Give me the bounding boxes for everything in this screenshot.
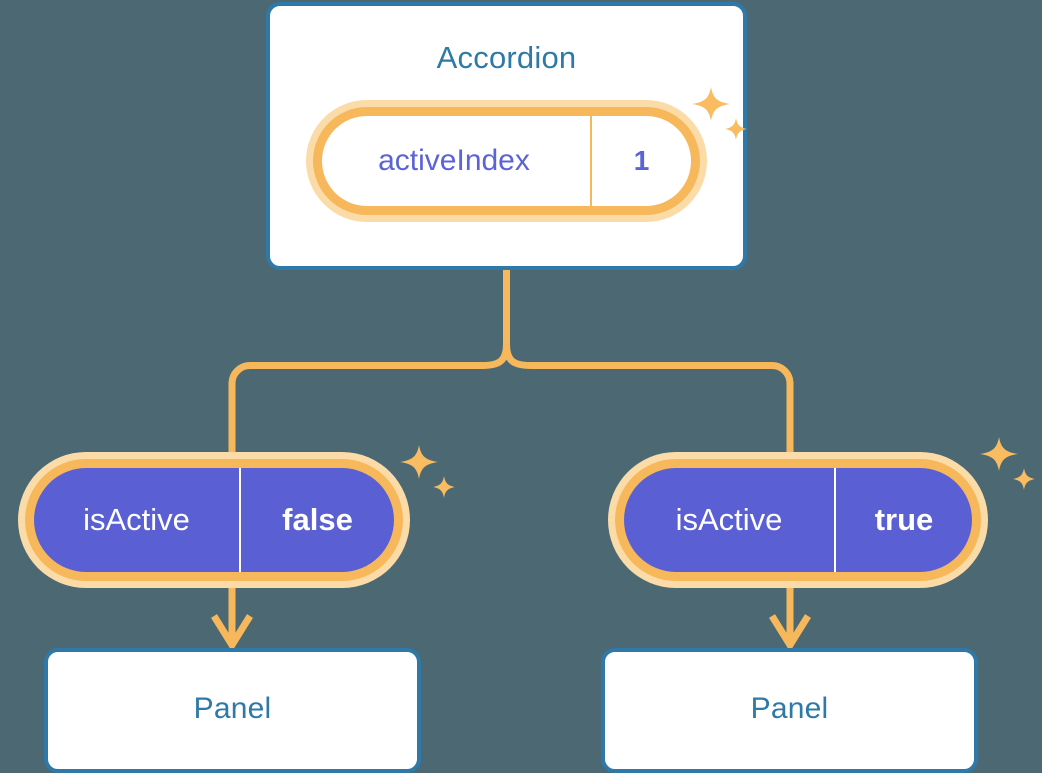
state-pill-ring: isActive true	[615, 459, 981, 581]
connector-branch-left	[228, 340, 510, 459]
state-pill-key: isActive	[83, 502, 190, 537]
arrow-right-head-icon	[769, 614, 811, 652]
state-pill-value: true	[834, 468, 972, 572]
sparkle-four-point-large-icon	[980, 437, 1035, 490]
state-pill-body: isActive true	[624, 468, 972, 572]
panel-card-title: Panel	[750, 692, 829, 725]
state-pill-is-active-true[interactable]: isActive true	[608, 452, 988, 588]
state-pill-key: activeIndex	[378, 144, 530, 177]
state-pill-is-active-false[interactable]: isActive false	[18, 452, 410, 588]
state-pill-body: isActive false	[34, 468, 394, 572]
state-pill-body: activeIndex 1	[322, 116, 691, 206]
state-pill-active-index[interactable]: activeIndex 1	[306, 100, 707, 222]
component-card-panel-right[interactable]: Panel	[601, 648, 978, 773]
arrow-left-head-icon	[211, 614, 253, 652]
component-card-panel-left[interactable]: Panel	[44, 648, 421, 773]
panel-card-title: Panel	[193, 692, 272, 725]
accordion-card-title: Accordion	[436, 40, 577, 75]
state-pill-ring: activeIndex 1	[313, 107, 700, 215]
connector-branch-right	[503, 340, 794, 459]
sparkle-four-point-large-icon	[400, 445, 455, 498]
state-pill-value: false	[239, 468, 394, 572]
state-pill-value: 1	[590, 116, 691, 206]
state-pill-ring: isActive false	[25, 459, 403, 581]
state-pill-key: isActive	[675, 502, 783, 537]
